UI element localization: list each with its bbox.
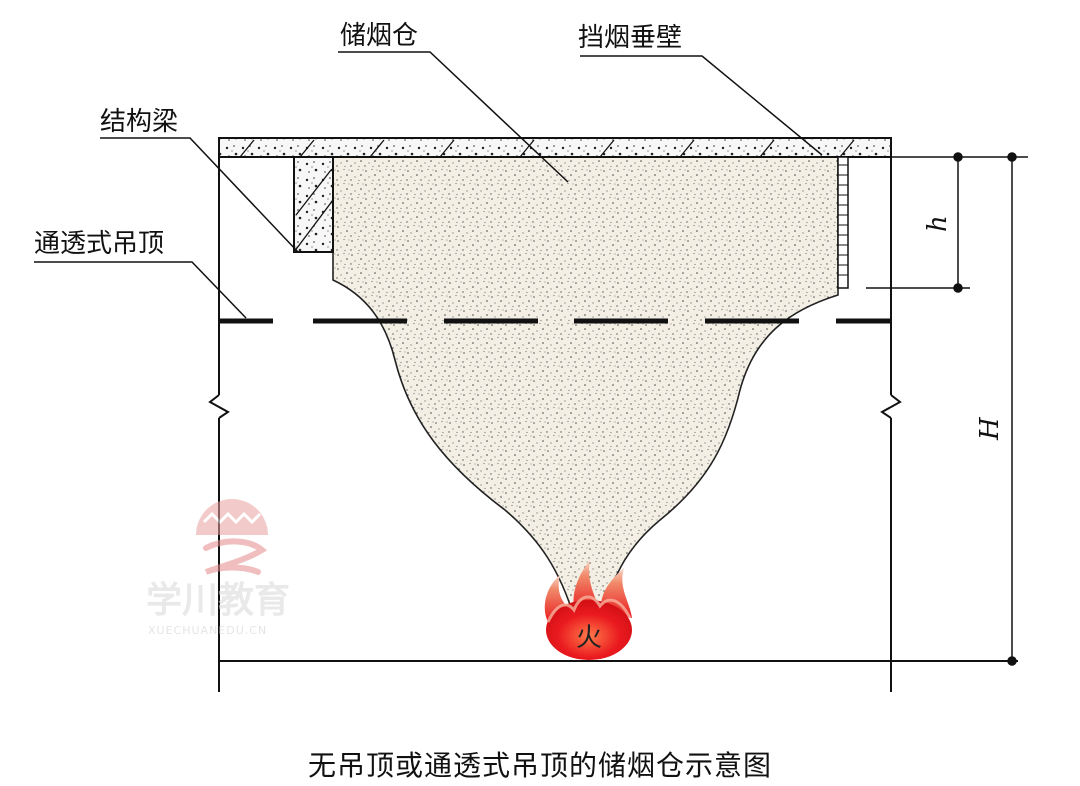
fire-label: 火 (576, 623, 602, 653)
structural-beam (293, 156, 334, 253)
watermark-brand: 学川教育 (146, 579, 290, 621)
smoke-barrier-wall (837, 156, 849, 289)
dimension-H (1007, 152, 1017, 666)
label-smoke-barrier: 挡烟垂壁 (578, 23, 682, 53)
dimension-H-label: H (975, 416, 1005, 441)
leader-lines (34, 51, 823, 319)
figure-caption: 无吊顶或通透式吊顶的储烟仓示意图 (307, 749, 772, 782)
roof-slab (218, 137, 892, 158)
dimension-h-label: h (923, 215, 953, 232)
left-wall (208, 138, 230, 692)
watermark-logo-icon (196, 499, 268, 575)
right-wall (880, 138, 902, 692)
watermark: 学川教育 XUECHUANEDU.CN (146, 499, 290, 637)
dimension-h (848, 152, 1028, 293)
watermark-url: XUECHUANEDU.CN (148, 624, 267, 637)
fire-source (544, 560, 632, 660)
smoke-plume (332, 156, 839, 621)
label-structural-beam: 结构梁 (100, 107, 178, 137)
label-smoke-reservoir: 储烟仓 (340, 21, 418, 51)
label-open-ceiling: 通透式吊顶 (34, 229, 164, 259)
